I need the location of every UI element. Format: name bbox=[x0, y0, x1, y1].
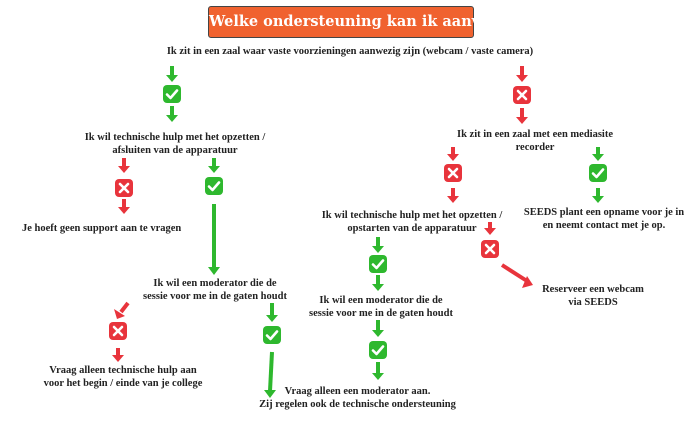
cross-icon bbox=[115, 179, 133, 197]
question-mediasite-recorder-line2: recorder bbox=[515, 142, 555, 153]
result-no-support-needed: Je hoeft geen support aan te vragen bbox=[22, 223, 182, 234]
arrow-cross-to-n7 bbox=[516, 108, 528, 124]
result-moderator-only: Vraag alleen een moderator aan. Zij rege… bbox=[250, 385, 465, 411]
result-seeds-recording-line2: en neemt contact met je op. bbox=[542, 220, 666, 231]
question-moderator-right-line2: sessie voor me in de gaten houdt bbox=[309, 308, 453, 319]
question-fixed-equipment: Ik zit in een zaal waar vaste voorzienin… bbox=[166, 46, 534, 57]
arrow-n4-to-check bbox=[266, 303, 278, 322]
arrow-n2-to-cross bbox=[118, 158, 130, 173]
question-technical-help-left-line1: Ik wil technische hulp met het opzetten … bbox=[84, 132, 266, 143]
question-mediasite-recorder-line1: Ik zit in een zaal met een mediasite bbox=[456, 129, 613, 140]
check-icon bbox=[369, 341, 387, 359]
arrow-check-to-n6 bbox=[264, 351, 276, 398]
question-technical-help-right: Ik wil technische hulp met het opzetten … bbox=[298, 209, 526, 235]
check-icon bbox=[369, 255, 387, 273]
arrow-n9-to-check bbox=[372, 237, 384, 253]
check-icon bbox=[163, 85, 181, 103]
result-moderator-only-line2: Zij regelen ook de technische ondersteun… bbox=[259, 399, 456, 410]
arrow-n7-to-cross bbox=[447, 147, 459, 161]
arrow-check-to-n6b bbox=[372, 362, 384, 380]
question-technical-help-right-line1: Ik wil technische hulp met het opzetten … bbox=[321, 210, 503, 221]
arrow-cross-to-n9 bbox=[447, 188, 459, 203]
arrow-check-to-n4 bbox=[208, 204, 220, 275]
result-technical-help-only-line1: Vraag alleen technische hulp aan bbox=[49, 365, 197, 376]
result-reserve-webcam: Reserveer een webcam via SEEDS bbox=[528, 283, 658, 309]
arrow-check-to-n8 bbox=[592, 188, 604, 203]
arrow-n7-to-check bbox=[592, 147, 604, 161]
result-reserve-webcam-line1: Reserveer een webcam bbox=[542, 284, 644, 295]
arrow-check-to-n2 bbox=[166, 106, 178, 122]
question-moderator-right: Ik wil een moderator die de sessie voor … bbox=[296, 294, 466, 320]
arrow-n1-to-check bbox=[166, 66, 178, 82]
no-connectors bbox=[112, 66, 533, 362]
arrow-cross-to-n11 bbox=[500, 263, 533, 288]
arrow-n1-to-cross bbox=[516, 66, 528, 82]
cross-icon bbox=[109, 322, 127, 340]
arrow-cross-to-n5 bbox=[112, 348, 124, 362]
question-moderator-left: Ik wil een moderator die de sessie voor … bbox=[130, 277, 300, 303]
result-seeds-recording: SEEDS plant een opname voor je in en nee… bbox=[510, 206, 698, 232]
question-moderator-right-line1: Ik wil een moderator die de bbox=[319, 295, 443, 306]
result-technical-help-only-line2: voor het begin / einde van je college bbox=[43, 378, 203, 389]
check-icon bbox=[589, 164, 607, 182]
question-technical-help-left-line2: afsluiten van de apparatuur bbox=[112, 145, 238, 156]
cross-icon bbox=[481, 240, 499, 258]
arrow-n2-to-check bbox=[208, 158, 220, 173]
question-mediasite-recorder: Ik zit in een zaal met een mediasite rec… bbox=[440, 128, 630, 154]
arrow-cross-to-n3 bbox=[118, 199, 130, 214]
result-reserve-webcam-line2: via SEEDS bbox=[568, 297, 618, 308]
yes-connectors bbox=[166, 66, 604, 398]
question-moderator-left-line2: sessie voor me in de gaten houdt bbox=[143, 291, 287, 302]
arrow-check-to-n10 bbox=[372, 275, 384, 291]
result-seeds-recording-line1: SEEDS plant een opname voor je in bbox=[523, 207, 685, 218]
result-technical-help-only: Vraag alleen technische hulp aan voor he… bbox=[30, 364, 216, 390]
cross-icon bbox=[444, 164, 462, 182]
arrow-n4-to-cross bbox=[114, 301, 130, 319]
check-icon bbox=[205, 177, 223, 195]
page-title: Welke ondersteuning kan ik aanvragen? bbox=[208, 6, 536, 38]
question-technical-help-right-line2: opstarten van de apparatuur bbox=[347, 223, 477, 234]
question-moderator-left-line1: Ik wil een moderator die de bbox=[153, 278, 277, 289]
question-technical-help-left: Ik wil technische hulp met het opzetten … bbox=[60, 131, 290, 157]
arrow-n10-to-check bbox=[372, 320, 384, 337]
arrow-n9-to-cross bbox=[484, 222, 496, 235]
result-moderator-only-line1: Vraag alleen een moderator aan. bbox=[284, 386, 431, 397]
cross-icon bbox=[513, 86, 531, 104]
check-icon bbox=[263, 326, 281, 344]
